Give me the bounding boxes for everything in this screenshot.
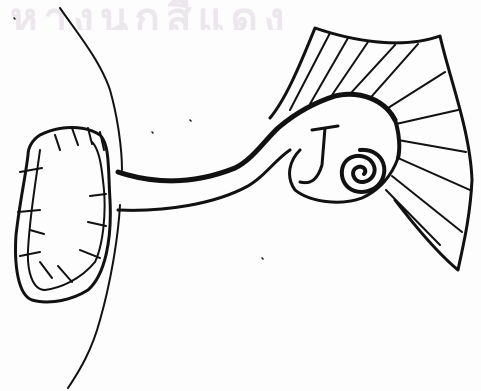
cochlea-spiral bbox=[342, 150, 384, 192]
ear-canal bbox=[118, 94, 395, 210]
outer-ear-outline bbox=[16, 8, 122, 388]
scan-specks bbox=[14, 18, 263, 259]
